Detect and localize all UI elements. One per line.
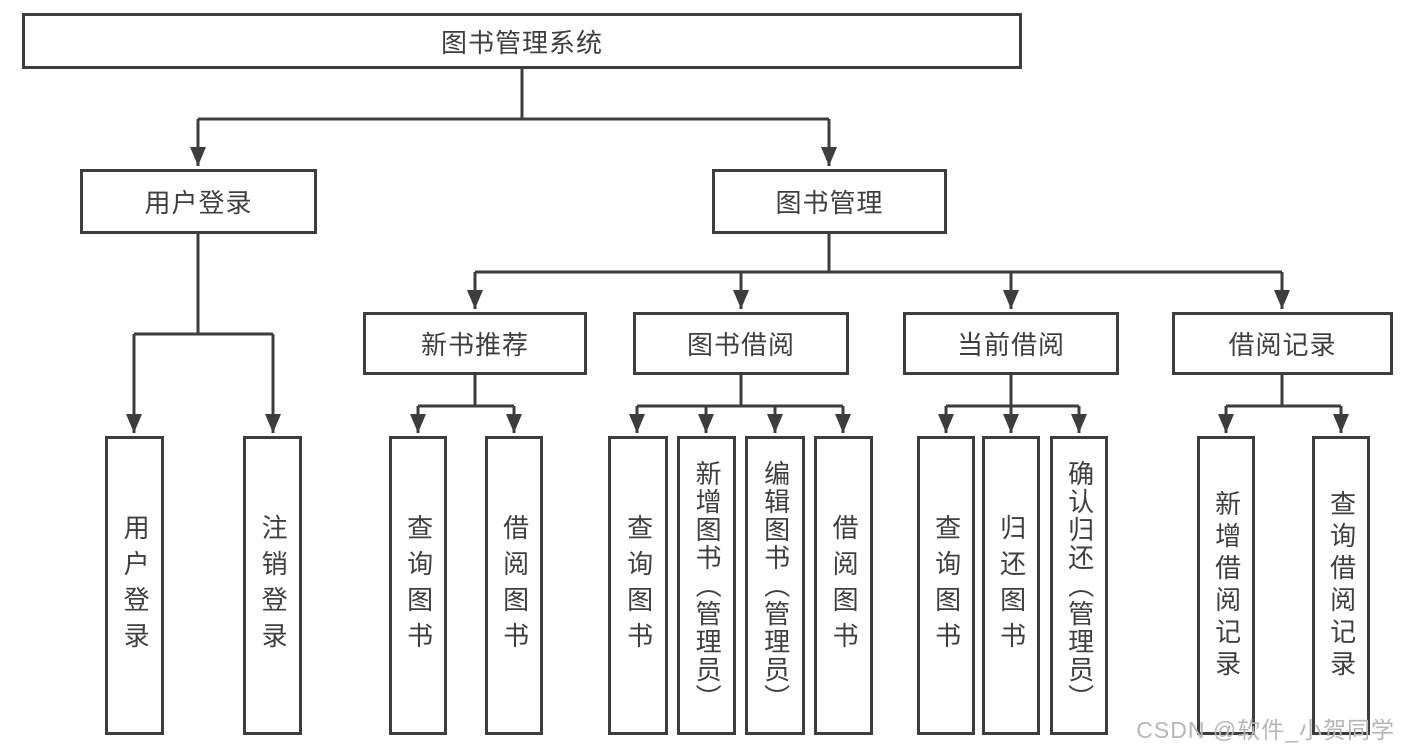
node-book-borrow-label: 图书借阅 [686, 330, 795, 360]
leaf-return-books-label: 归还图书 [996, 513, 1027, 658]
leaf-edit-book-admin: 编辑图书（管理员） [745, 436, 805, 735]
leaf-borrow-query-books: 查询图书 [608, 436, 668, 735]
node-borrow-records: 借阅记录 [1172, 312, 1393, 375]
node-user-login-label: 用户登录 [144, 188, 253, 218]
watermark: CSDN @软件_小贺同学 [1136, 717, 1395, 743]
leaf-borrow-borrow-books-label: 借阅图书 [829, 513, 860, 658]
leaf-borrow-query-books-label: 查询图书 [623, 513, 654, 658]
connector-root-to-level2 [190, 69, 837, 166]
leaf-add-book-admin-label: 新增图书（管理员） [692, 459, 723, 712]
node-book-borrow: 图书借阅 [633, 312, 849, 375]
leaf-current-query-books: 查询图书 [917, 436, 975, 735]
leaf-query-borrow-record: 查询借阅记录 [1312, 436, 1370, 735]
leaf-edit-book-admin-label: 编辑图书（管理员） [760, 459, 791, 712]
leaf-logout-label: 注销登录 [258, 513, 289, 658]
leaf-add-borrow-record: 新增借阅记录 [1197, 436, 1255, 735]
leaf-confirm-return-admin-label: 确认归还（管理员） [1064, 459, 1095, 712]
connector-book-borrow-children [629, 375, 851, 433]
connector-borrow-records-children [1218, 375, 1349, 433]
node-new-book-recommend: 新书推荐 [363, 312, 587, 375]
leaf-current-query-books-label: 查询图书 [931, 513, 962, 658]
leaf-recommend-query-books: 查询图书 [389, 436, 447, 735]
connector-user-login-children [126, 233, 281, 433]
node-book-management: 图书管理 [712, 169, 947, 234]
node-current-borrow-label: 当前借阅 [956, 330, 1065, 360]
leaf-return-books: 归还图书 [982, 436, 1040, 735]
leaf-borrow-borrow-books: 借阅图书 [814, 436, 873, 735]
connector-current-borrow-children [938, 375, 1087, 433]
leaf-user-login-label: 用户登录 [120, 513, 151, 658]
node-current-borrow: 当前借阅 [903, 312, 1119, 375]
leaf-recommend-borrow-books-label: 借阅图书 [499, 513, 530, 658]
leaf-add-borrow-record-label: 新增借阅记录 [1211, 489, 1242, 682]
leaf-recommend-query-books-label: 查询图书 [403, 513, 434, 658]
node-root-library-system: 图书管理系统 [22, 13, 1022, 69]
leaf-user-login: 用户登录 [105, 436, 164, 735]
node-book-management-label: 图书管理 [775, 188, 884, 218]
leaf-logout: 注销登录 [243, 436, 302, 735]
connector-book-management-children [467, 233, 1290, 309]
leaf-recommend-borrow-books: 借阅图书 [485, 436, 543, 735]
node-new-book-recommend-label: 新书推荐 [420, 330, 529, 360]
connector-new-book-children [410, 375, 522, 433]
leaf-query-borrow-record-label: 查询借阅记录 [1326, 489, 1357, 682]
leaf-add-book-admin: 新增图书（管理员） [677, 436, 736, 735]
node-root-label: 图书管理系统 [440, 27, 603, 58]
node-user-login: 用户登录 [80, 169, 317, 234]
leaf-confirm-return-admin: 确认归还（管理员） [1050, 436, 1108, 735]
node-borrow-records-label: 借阅记录 [1228, 330, 1337, 360]
